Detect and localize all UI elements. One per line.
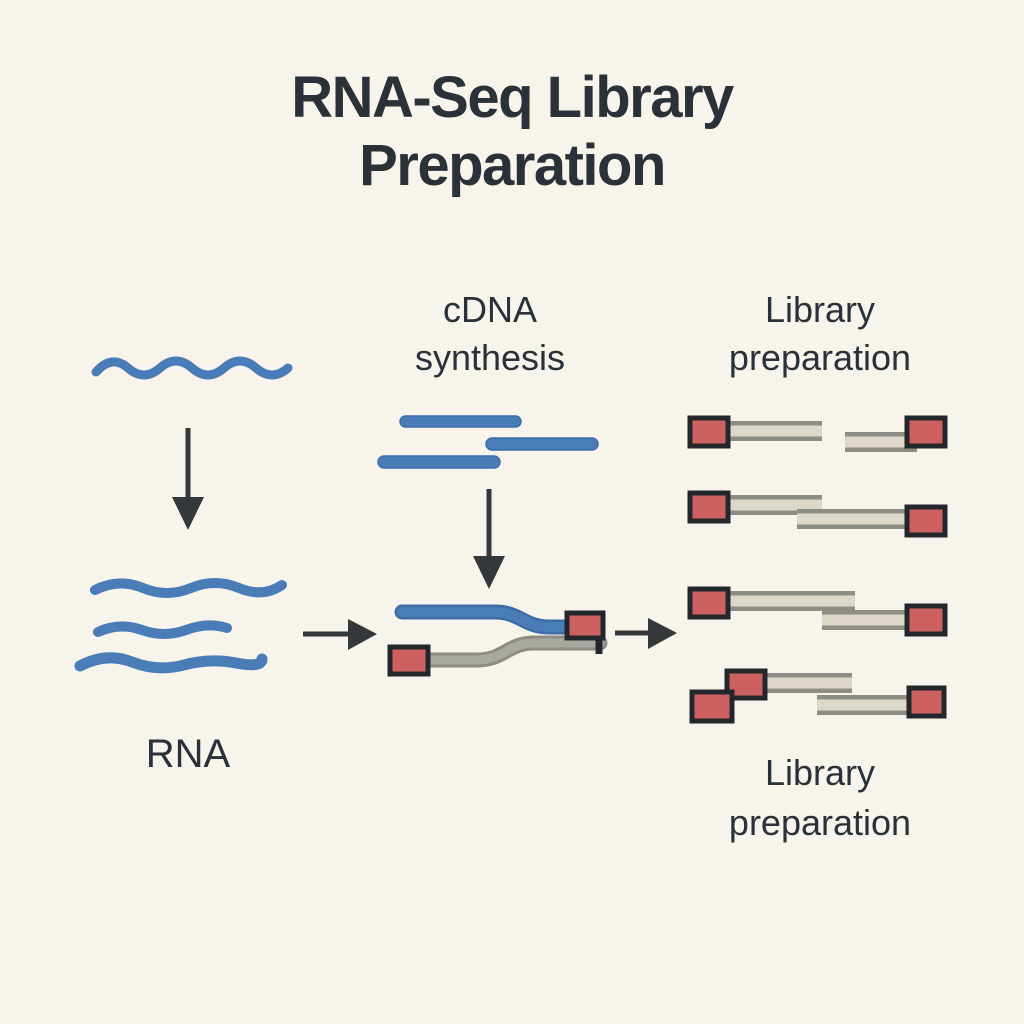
adapter-left	[687, 490, 731, 524]
label-rna: RNA	[145, 732, 231, 776]
rna-fragment-3	[74, 652, 268, 674]
arrow-head	[348, 619, 377, 650]
down-arrow-cdna	[473, 489, 505, 589]
label-library-preparation-top: Library preparation	[668, 286, 972, 382]
fragment-bar-core	[817, 699, 917, 711]
rna-single-strand	[91, 356, 293, 380]
library-top-line-2: preparation	[728, 337, 912, 378]
adapter-right	[564, 610, 606, 641]
fragment-bar-core	[712, 595, 855, 607]
rna-fragments	[74, 578, 287, 674]
cdna-label-line-1: cDNA	[442, 289, 537, 330]
fragment-bar-core	[757, 677, 852, 689]
label-library-preparation-bottom: Library preparation	[668, 748, 972, 848]
library-fragment-row-4	[689, 668, 947, 724]
adapter-ligated-strands	[387, 604, 608, 677]
arrow-head	[172, 497, 204, 530]
cdna-fragments	[377, 415, 599, 469]
adapter-right	[904, 415, 948, 449]
cdna-fragment-3	[377, 455, 501, 469]
cdna-fragment-1	[399, 415, 522, 428]
adapter-left	[687, 586, 731, 620]
library-bottom-line-1: Library	[764, 752, 876, 793]
right-arrow-cdna-to-library	[615, 618, 677, 649]
cdna-fragment-2	[485, 437, 599, 451]
library-fragment-row-1	[687, 415, 948, 452]
rna-fragment-2	[93, 620, 232, 639]
blue-strand	[397, 607, 575, 632]
rna-wavy-line	[91, 356, 293, 380]
page-title: RNA-Seq Library Preparation	[0, 64, 1024, 200]
fragment-bar-core	[712, 425, 822, 437]
library-bottom-line-2: preparation	[728, 802, 912, 843]
title-line-2: Preparation	[359, 133, 666, 198]
adapter-right	[906, 685, 947, 719]
cdna-label-line-2: synthesis	[414, 337, 566, 378]
fragment-bar-core	[797, 513, 916, 525]
library-top-line-1: Library	[764, 289, 876, 330]
label-cdna-synthesis: cDNA synthesis	[350, 286, 630, 382]
fragment-bar-core	[822, 614, 918, 626]
arrow-head	[473, 556, 505, 589]
down-arrow-rna	[172, 428, 204, 530]
adapter-right	[904, 603, 948, 637]
fragment-bar-core	[845, 436, 917, 448]
adapter-right	[904, 504, 948, 538]
adapter-left	[387, 644, 431, 677]
library-fragment-row-2	[687, 490, 948, 538]
adapter-lower-left	[689, 689, 735, 724]
library-fragment-row-3	[687, 586, 948, 637]
adapter-left	[687, 415, 731, 449]
fragment-bar-core	[712, 499, 822, 511]
adapter-upper-left	[724, 668, 768, 701]
rna-fragment-1	[90, 578, 287, 598]
arrow-head	[648, 618, 677, 649]
title-line-1: RNA-Seq Library	[291, 65, 734, 130]
gray-strand	[419, 638, 605, 665]
right-arrow-rna-to-cdna	[303, 619, 377, 650]
